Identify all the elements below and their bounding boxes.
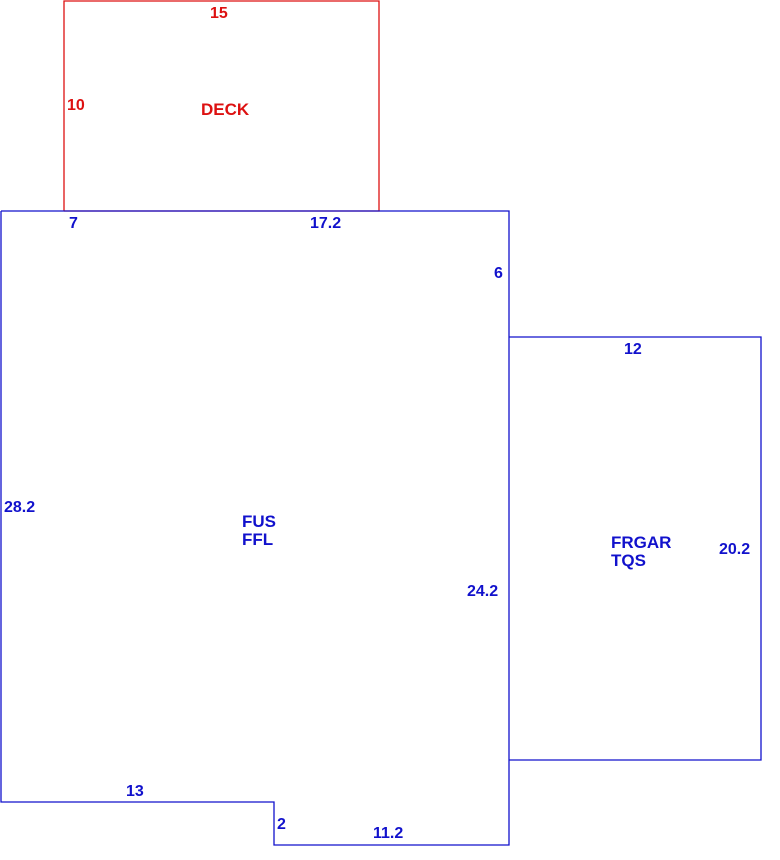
- living-top-left-dimension: 7: [69, 215, 78, 232]
- deck-left-dimension: 10: [67, 97, 85, 114]
- living-area: 7 17.2 6 28.2 24.2 13 2 11.2 FUS FFL: [0, 210, 510, 846]
- deck-label: DECK: [201, 100, 250, 119]
- garage-label-line1: FRGAR: [611, 533, 671, 552]
- living-bottom-left-dimension: 13: [126, 783, 144, 800]
- living-bottom-right-dimension: 11.2: [373, 825, 403, 842]
- deck-area: 15 10 DECK: [63, 0, 380, 212]
- garage-area: 12 20.2 FRGAR TQS: [509, 336, 762, 761]
- garage-label-line2: TQS: [611, 551, 646, 570]
- living-right-lower-dimension: 24.2: [467, 583, 498, 600]
- garage-top-dimension: 12: [624, 341, 642, 358]
- garage-right-dimension: 20.2: [719, 541, 750, 558]
- living-notch-dimension: 2: [277, 816, 286, 833]
- deck-top-dimension: 15: [210, 5, 228, 22]
- garage-outline: [509, 336, 762, 761]
- living-top-right-dimension: 17.2: [310, 215, 341, 232]
- living-left-dimension: 28.2: [4, 499, 35, 516]
- living-label-line1: FUS: [242, 512, 276, 531]
- living-right-upper-dimension: 6: [494, 265, 503, 282]
- living-outline: [0, 210, 510, 846]
- living-label-line2: FFL: [242, 530, 273, 549]
